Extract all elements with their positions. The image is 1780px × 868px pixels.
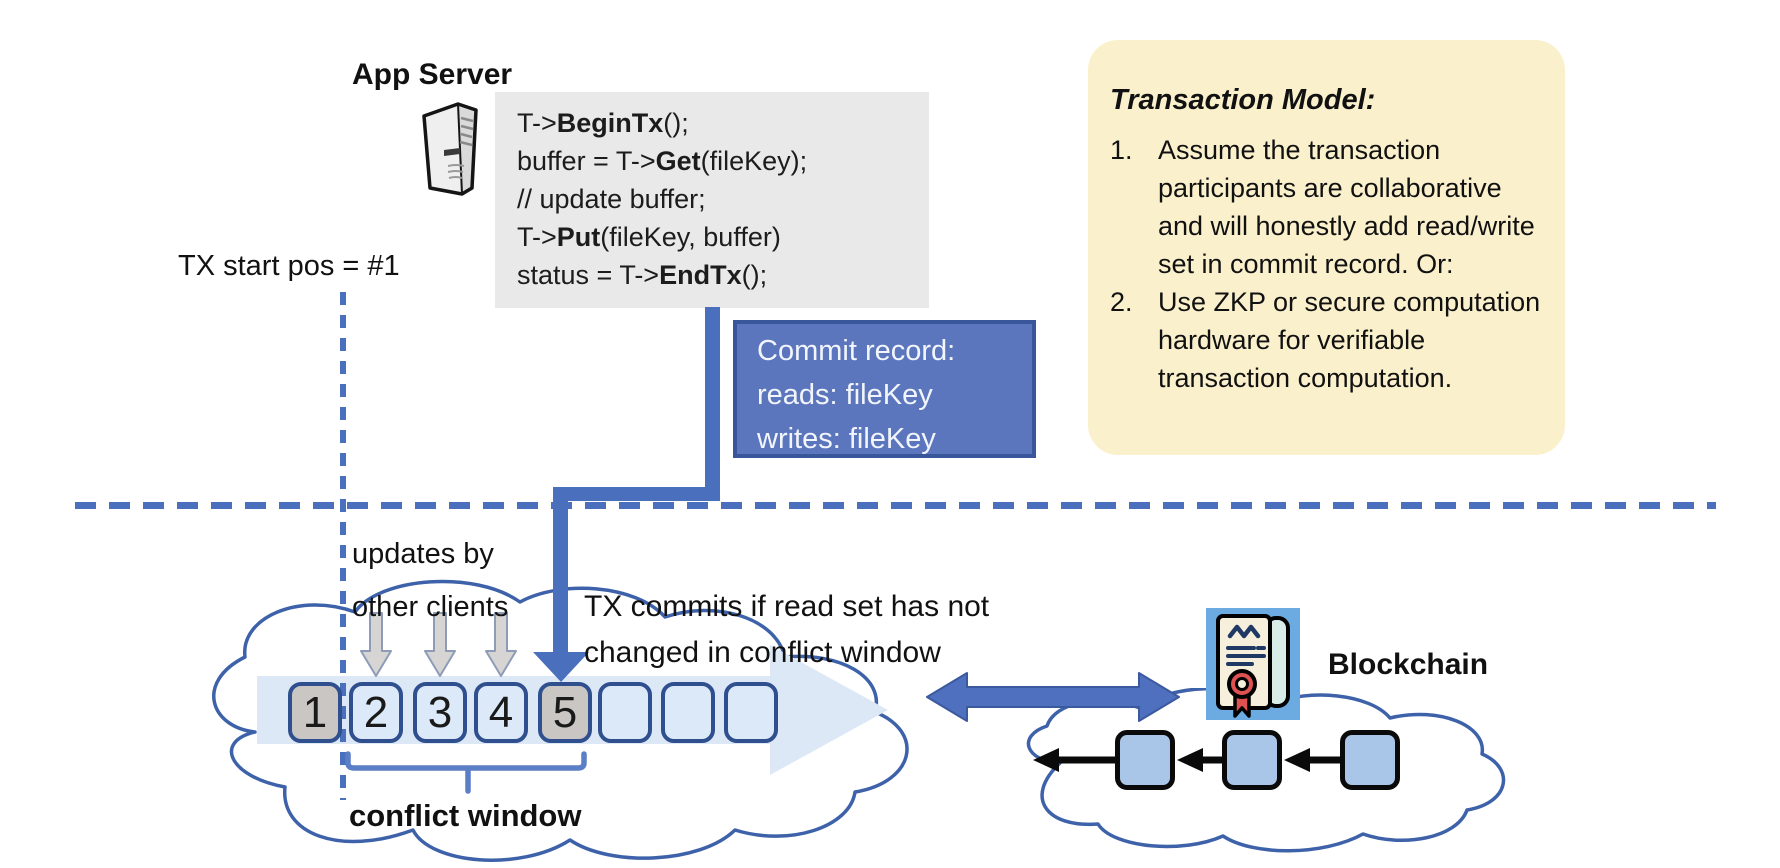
update-arrow-icon xyxy=(360,612,392,677)
horizontal-divider-dashed-line xyxy=(75,502,1716,509)
transaction-model-item: 2. Use ZKP or secure computation hardwar… xyxy=(1110,283,1555,397)
commit-connector-arrowhead xyxy=(533,652,589,682)
tx-start-pos-label: TX start pos = #1 xyxy=(178,250,400,282)
item-text: Assume the transaction participants are … xyxy=(1158,135,1535,279)
timeline-slot-3: 3 xyxy=(413,682,467,743)
timeline-slot-8 xyxy=(724,682,778,743)
blockchain-label: Blockchain xyxy=(1328,648,1489,681)
certificate-icon xyxy=(1206,608,1300,720)
transaction-model-panel: Transaction Model: 1. Assume the transac… xyxy=(1088,40,1565,455)
commit-record-box: Commit record: reads: fileKey writes: fi… xyxy=(733,320,1036,458)
transaction-model-title: Transaction Model: xyxy=(1110,84,1376,116)
chain-block xyxy=(1340,730,1400,790)
sync-double-arrow xyxy=(926,672,1180,722)
timeline-slot-7 xyxy=(661,682,715,743)
commit-connector-segment xyxy=(553,487,720,501)
tx-start-dashed-line xyxy=(340,292,346,800)
item-number: 2. xyxy=(1110,287,1133,317)
chain-link-arrows xyxy=(1033,748,1340,772)
chain-block xyxy=(1222,730,1282,790)
transaction-model-item: 1. Assume the transaction participants a… xyxy=(1110,131,1555,283)
update-arrow-icon xyxy=(424,612,456,677)
item-text: Use ZKP or secure computation hardware f… xyxy=(1158,287,1541,393)
ledger-timeline-arrowhead xyxy=(770,645,888,775)
tx-commits-label: TX commits if read set has not changed i… xyxy=(584,590,990,669)
timeline-slot-1: 1 xyxy=(288,682,342,743)
app-server-title: App Server xyxy=(352,58,513,91)
timeline-slot-5: 5 xyxy=(538,682,592,743)
commit-record-line: writes: fileKey xyxy=(757,423,936,455)
commit-connector-segment xyxy=(705,307,720,494)
conflict-window-brace xyxy=(345,751,587,794)
server-icon xyxy=(422,102,478,196)
update-arrow-icon xyxy=(485,612,517,677)
chain-block xyxy=(1115,730,1175,790)
timeline-slot-6 xyxy=(598,682,652,743)
commit-record-line: Commit record: xyxy=(757,335,956,367)
transaction-code-snippet: T->BeginTx();buffer = T->Get(fileKey);//… xyxy=(495,92,929,308)
commit-record-line: reads: fileKey xyxy=(757,379,933,411)
updates-by-other-clients-label: updates by other clients xyxy=(352,538,509,623)
timeline-slot-2: 2 xyxy=(349,682,403,743)
timeline-slot-4: 4 xyxy=(474,682,528,743)
conflict-window-label: conflict window xyxy=(349,798,582,833)
commit-connector-segment xyxy=(553,494,568,654)
item-number: 1. xyxy=(1110,135,1133,165)
